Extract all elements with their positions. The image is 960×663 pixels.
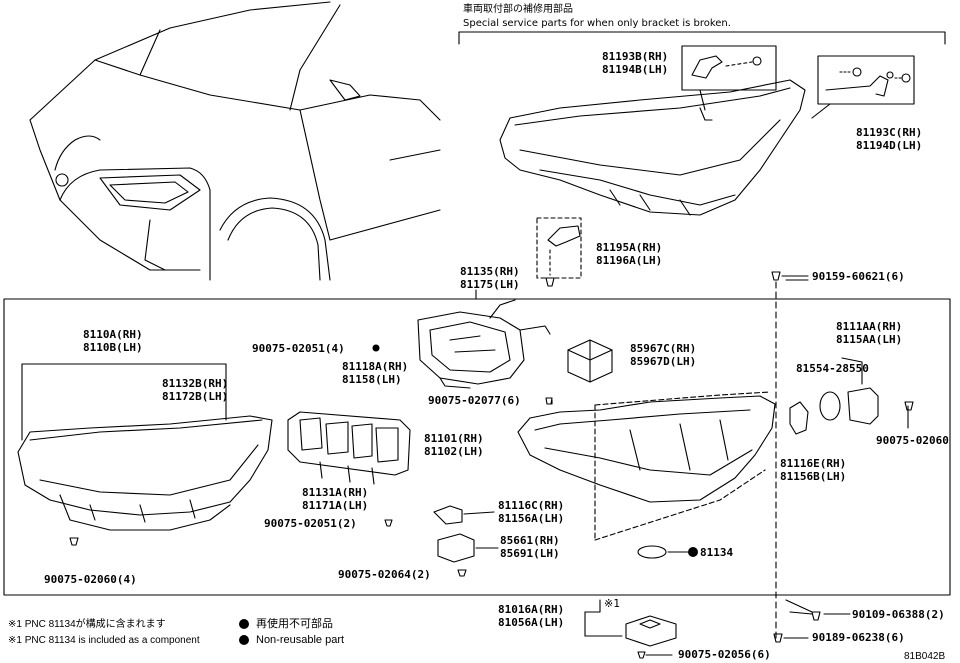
label-81134: 81134	[700, 546, 734, 559]
bracket-b-box	[681, 45, 777, 91]
bracket-b-part	[691, 55, 723, 79]
label-81193B: 81193B(RH)	[602, 50, 669, 63]
bezel-illustration	[287, 411, 411, 485]
label-81172B: 81172B(LH)	[162, 390, 229, 403]
exploded-view-frame	[3, 298, 951, 596]
legend-dot-icon-2	[239, 635, 249, 645]
legend-jp: 再使用不可部品	[256, 618, 333, 630]
label-90075-02051-2: 90075-02051(2)	[264, 517, 357, 530]
label-8110A: 8110A(RH)	[83, 328, 143, 341]
label-8111AA: 8111AA(RH)	[836, 320, 903, 333]
label-90075-02056: 90075-02056(6)	[678, 648, 771, 661]
ecu-illustration	[567, 339, 613, 383]
label-81101: 81101(RH)	[424, 432, 484, 445]
label-81132B: 81132B(RH)	[162, 377, 229, 390]
front-lens-illustration	[17, 415, 273, 531]
label-90075-02064: 90075-02064(2)	[338, 568, 431, 581]
label-90109: 90109-06388(2)	[852, 608, 945, 621]
non-reusable-dot	[688, 547, 698, 557]
cap-illustration	[789, 401, 809, 435]
upper-headlamp-illustration	[499, 79, 806, 216]
label-81118A: 81118A(RH)	[342, 360, 409, 373]
label-81116E: 81116E(RH)	[780, 457, 847, 470]
label-8110B: 8110B(LH)	[83, 341, 143, 354]
label-81056A: 81056A(LH)	[498, 616, 565, 629]
bracket-c-box	[817, 55, 915, 105]
label-81156A: 81156A(LH)	[498, 512, 565, 525]
label-90159: 90159-60621(6)	[812, 270, 905, 283]
legend-dot-icon	[239, 619, 249, 629]
label-8115AA: 8115AA(LH)	[836, 333, 903, 346]
drawing-code: 81B042B	[904, 651, 946, 662]
label-81171A: 81171A(LH)	[302, 499, 369, 512]
legend-en: Non-reusable part	[256, 634, 345, 646]
vehicle-illustration	[29, 1, 441, 281]
label-85967C: 85967C(RH)	[630, 342, 697, 355]
label-85661: 85661(RH)	[500, 534, 560, 547]
label-81156B: 81156B(LH)	[780, 470, 847, 483]
gasket-illustration	[637, 545, 667, 559]
label-90075-02060: 90075-02060	[876, 434, 949, 447]
label-81016A: 81016A(RH)	[498, 603, 565, 616]
label-81194B: 81194B(LH)	[602, 63, 669, 76]
harness-illustration	[417, 299, 551, 389]
levelling-illustration	[433, 505, 463, 525]
label-81102: 81102(LH)	[424, 445, 484, 458]
label-81554: 81554-28550	[796, 362, 869, 375]
footnote-jp: ※1 PNC 81134が構成に含まれます	[8, 619, 166, 630]
label-81195A: 81195A(RH)	[596, 241, 663, 254]
label-85967D: 85967D(LH)	[630, 355, 697, 368]
bracket-c-part	[825, 75, 889, 97]
label-90189: 90189-06238(6)	[812, 631, 905, 644]
led-module-illustration	[819, 357, 879, 425]
label-90075-02051-4: 90075-02051(4)	[252, 342, 345, 355]
label-81158: 81158(LH)	[342, 373, 402, 386]
housing-illustration	[517, 391, 776, 541]
footnote-en: ※1 PNC 81134 is included as a component	[8, 635, 200, 646]
sensor-illustration	[437, 533, 475, 563]
bracket-group-line	[458, 31, 946, 45]
lower-ecu-illustration	[625, 615, 677, 647]
label-85691: 85691(LH)	[500, 547, 560, 560]
label-81194D: 81194D(LH)	[856, 139, 923, 152]
bracket-note-jp: 車両取付部の補修用部品	[463, 4, 573, 15]
label-81116C: 81116C(RH)	[498, 499, 565, 512]
component-mark: ※1	[604, 597, 620, 610]
bracket-note-en: Special service parts for when only brac…	[463, 18, 731, 29]
label-81131A: 81131A(RH)	[302, 486, 369, 499]
label-90075-02060-4: 90075-02060(4)	[44, 573, 137, 586]
bracket-a-box	[536, 217, 582, 279]
label-81175: 81175(LH)	[460, 278, 520, 291]
label-90075-02077: 90075-02077(6)	[428, 394, 521, 407]
label-81193C: 81193C(RH)	[856, 126, 923, 139]
label-81196A: 81196A(LH)	[596, 254, 663, 267]
label-81135: 81135(RH)	[460, 265, 520, 278]
